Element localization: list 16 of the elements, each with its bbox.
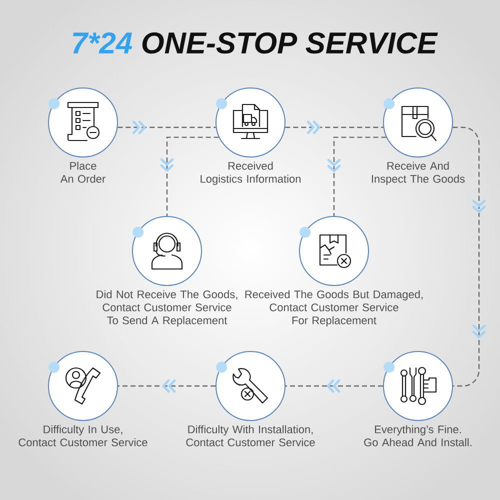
arrow (327, 136, 386, 216)
arrow (118, 120, 216, 134)
step-label: Receive And Inspect The Goods (372, 162, 465, 185)
arrow (285, 120, 384, 134)
title: 7*24 ONE-STOP SERVICE (72, 32, 438, 54)
step-label: Received The Goods But Damaged, Contact Customer Service For Replacement (245, 290, 423, 326)
step-label: Difficulty In Use, Contact Customer Service (18, 425, 148, 446)
step-label: Place An Order (60, 162, 106, 183)
arrow (160, 136, 219, 216)
step-label: Received Logistics Information (200, 162, 301, 185)
arrow (452, 126, 486, 387)
step-label: Did Not Receive The Goods, Contact Customer Service To Send A Replacement (96, 290, 238, 326)
step-label: Everything’s Fine. Go Ahead And Install. (364, 425, 472, 446)
arrow (118, 379, 216, 393)
step-label: Difficulty With Installation, Contact Customer Service (186, 425, 315, 446)
arrow (286, 379, 383, 393)
